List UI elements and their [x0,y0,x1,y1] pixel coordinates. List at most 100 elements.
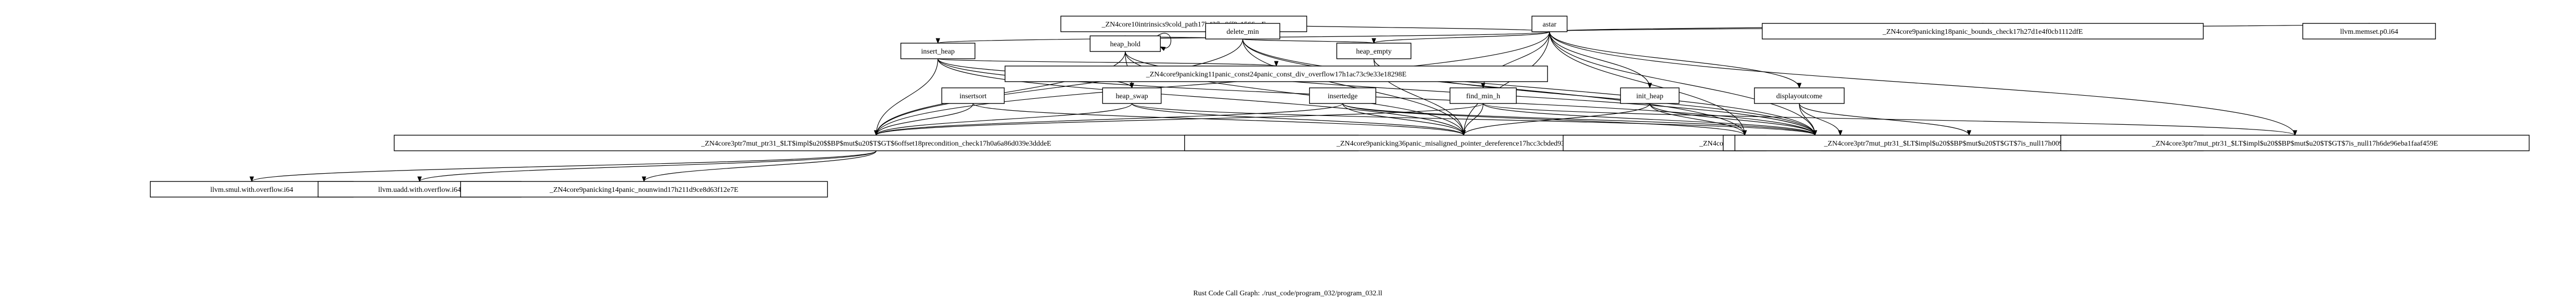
edge-arrowhead [1461,130,1466,136]
graph-edge-displayoutcome-to-nullderef [1799,103,1818,136]
edge-line [875,103,973,136]
edge-line [875,103,1133,136]
edge-line [1482,103,1816,136]
edge-line [875,58,938,136]
graph-edge-astar-to-init-heap [1549,31,1652,89]
edge-arrowhead [1160,46,1166,51]
graph-node-box [460,181,828,198]
edge-line [1482,103,2295,136]
graph-node-label: llvm.smul.with.overflow.i64 [210,186,293,194]
graph-node-insertedge: insertedge [1309,87,1376,104]
graph-edge-astar-to-precond [874,31,1550,136]
graph-edge-precond-to-smul [249,150,877,182]
graph-node-box [1620,87,1680,104]
graph-node-label: insert_heap [921,48,955,56]
graph-node-heap-hold: heap_hold [1089,35,1161,52]
graph-node-box [941,87,1005,104]
graph-node-label: heap_hold [1110,41,1140,48]
graph-node-label: _ZN4core9panicking14panic_nounwind17h211… [549,186,739,194]
graph-node-label: heap_swap [1115,93,1148,100]
edge-line [643,150,877,182]
graph-node-label: llvm.memset.p0.i64 [2340,28,2399,36]
graph-node-find-min-h: find_min_h [1449,87,1517,104]
edge-line [1373,31,1550,44]
edge-line [1242,38,1816,136]
graph-edge-delete-min-to-malloc [1242,38,1747,136]
graph-node-delete-min: delete_min [1205,23,1280,40]
graph-edge-init-heap-to-misaligned [1461,103,1651,136]
graph-node-label: _ZN4core3ptr7mut_ptr31_$LT$impl$u20$$BP$… [2151,140,2438,148]
graph-node-bounds: _ZN4core9panicking18panic_bounds_check17… [1761,23,2204,40]
edge-line [1463,31,1550,136]
call-graph-nodes: _ZN4core10intrinsics9cold_path17h43fbe9f… [149,16,2530,198]
graph-caption: Rust Code Call Graph: ./rust_code/progra… [1193,290,1382,297]
graph-node-label: _ZN4core9panicking18panic_bounds_check17… [1882,28,2083,36]
edge-line [937,58,1816,136]
edge-line [1649,103,1745,136]
graph-node-heap-empty: heap_empty [1336,43,1412,59]
graph-node-box [1754,87,1845,104]
graph-node-label: insertsort [959,93,986,100]
edge-arrowhead [642,176,646,182]
graph-node-label: heap_empty [1356,48,1391,56]
graph-node-insert-heap: insert_heap [900,43,975,59]
graph-node-label: insertedge [1328,93,1358,100]
graph-edge-astar-to-displayoutcome [1549,31,1802,89]
edge-arrowhead [1130,83,1134,89]
graph-node-box [2060,135,2530,151]
graph-node-box [1089,35,1161,52]
graph-edge-heap-hold-to-heap-hold [1157,33,1172,51]
call-graph-edges [249,22,2371,182]
edge-arrowhead [1372,38,1376,44]
graph-edge-find-min-h-to-nullderef [1482,103,1818,136]
graph-edge-find-min-h-to-precond [874,103,1484,136]
edge-line [1549,31,1651,88]
edge-arrowhead [417,176,422,182]
edge-line [1242,38,1375,44]
edge-line [875,103,1484,136]
edge-line [875,38,1243,136]
graph-node-astar: astar [1531,16,1568,32]
graph-node-panic-const: _ZN4core9panicking11panic_const24panic_c… [1005,66,1548,82]
graph-node-label: find_min_h [1466,93,1500,100]
graph-node-box [1205,23,1280,40]
edge-line [1549,31,1816,136]
graph-node-nounwind: _ZN4core9panicking14panic_nounwind17h211… [460,181,828,198]
graph-node-label: _ZN4core9panicking36panic_misaligned_poi… [1336,140,1591,148]
graph-node-label: displayoutcome [1776,93,1822,100]
graph-node-heap-swap: heap_swap [1102,87,1162,104]
graph-node-insertsort: insertsort [941,87,1005,104]
edge-arrowhead [249,176,254,182]
graph-node-label: _ZN4core9panicking11panic_const24panic_c… [1146,71,1406,79]
graph-node-label: llvm.uadd.with.overflow.i64 [378,186,461,194]
edge-arrowhead [874,130,879,136]
graph-node-label: _ZN4core3ptr7mut_ptr31_$LT$impl$u20$$BP$… [701,140,1051,148]
graph-edge-insert-heap-to-panic-const [937,58,1279,67]
edge-arrowhead [1812,130,1818,136]
edge-line [1242,38,1745,136]
edge-arrowhead [1966,130,1972,136]
graph-node-box [1336,43,1412,59]
edge-line [251,150,877,182]
edge-line [937,58,1464,136]
graph-edge-find-min-h-to-isnull2 [1482,103,2298,136]
edge-line [1549,31,2295,136]
edge-line [937,58,1277,67]
edge-line [419,150,877,182]
graph-edge-delete-min-to-heap-empty [1242,38,1376,44]
edge-line [1649,103,1816,136]
edge-arrowhead [1797,83,1802,89]
graph-node-label: init_heap [1636,93,1664,100]
graph-edge-astar-to-malloc [1549,31,1747,136]
graph-edge-precond-to-uadd [417,150,877,182]
edge-line [1342,103,1464,136]
edge-line [1342,103,1745,136]
edge-arrowhead [935,38,941,44]
graph-edge-init-heap-to-malloc [1649,103,1747,136]
edge-line [1242,38,1464,136]
edge-arrowhead [2292,130,2298,136]
edge-line [1549,31,1800,88]
graph-node-box [2302,23,2436,40]
graph-node-init-heap: init_heap [1620,87,1680,104]
graph-node-label: delete_min [1226,28,1259,36]
